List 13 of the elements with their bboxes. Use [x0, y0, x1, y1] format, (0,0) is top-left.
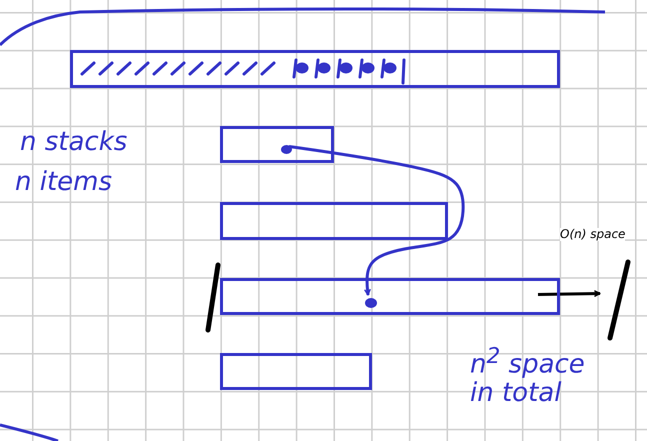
stack-box: [220, 126, 334, 163]
arrow: [288, 145, 465, 296]
space-note: O(n) space: [560, 228, 626, 242]
stack-box: [220, 278, 560, 315]
n-items-label: n items: [15, 168, 112, 197]
stack-box: [220, 202, 448, 240]
total-space-note: n$^{2}$ space in total: [470, 345, 586, 408]
stack-box: [220, 353, 372, 390]
arrow: [538, 290, 601, 298]
n-stacks-label: n stacks: [20, 128, 128, 157]
array-bar: [70, 50, 560, 88]
dot: [365, 298, 377, 308]
dot: [281, 145, 292, 154]
